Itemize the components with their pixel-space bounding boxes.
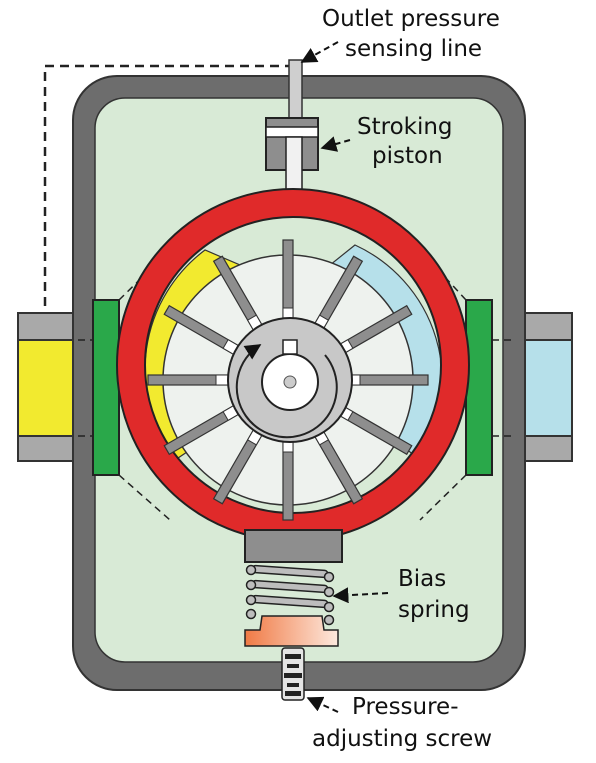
stroking-label-line2: piston [372, 143, 443, 169]
bias-label-line1: Bias [398, 566, 446, 592]
bias-spring-arrow [332, 587, 389, 604]
inlet-port [17, 312, 79, 462]
outlet-line-arrow [300, 41, 339, 63]
inlet-port-plate [92, 299, 120, 476]
stroking-piston-arrow [320, 136, 351, 152]
rotation-arrow [235, 344, 338, 439]
outlet-port-plate [465, 299, 493, 476]
outlet-label-line2: sensing line [345, 36, 482, 62]
screw-arrow [306, 696, 339, 713]
bias-label-line2: spring [398, 597, 470, 623]
shaft-key [282, 339, 298, 355]
bias-spring-seat [244, 529, 343, 563]
screw-label-line2: adjusting screw [312, 726, 492, 752]
stroking-label-line1: Stroking [357, 114, 453, 140]
bias-spring [245, 564, 335, 626]
spring-adjuster-block [244, 615, 339, 647]
cam-ring [117, 189, 469, 541]
pressure-adjusting-screw [281, 647, 305, 701]
vanes [147, 239, 429, 521]
outlet-label-line1: Outlet pressure [322, 6, 500, 32]
port-kidney-outlines [78, 249, 512, 521]
screw-label-line1: Pressure- [352, 694, 459, 720]
outlet-pressure-sensing-line [43, 64, 296, 336]
sensing-tube [288, 59, 303, 121]
